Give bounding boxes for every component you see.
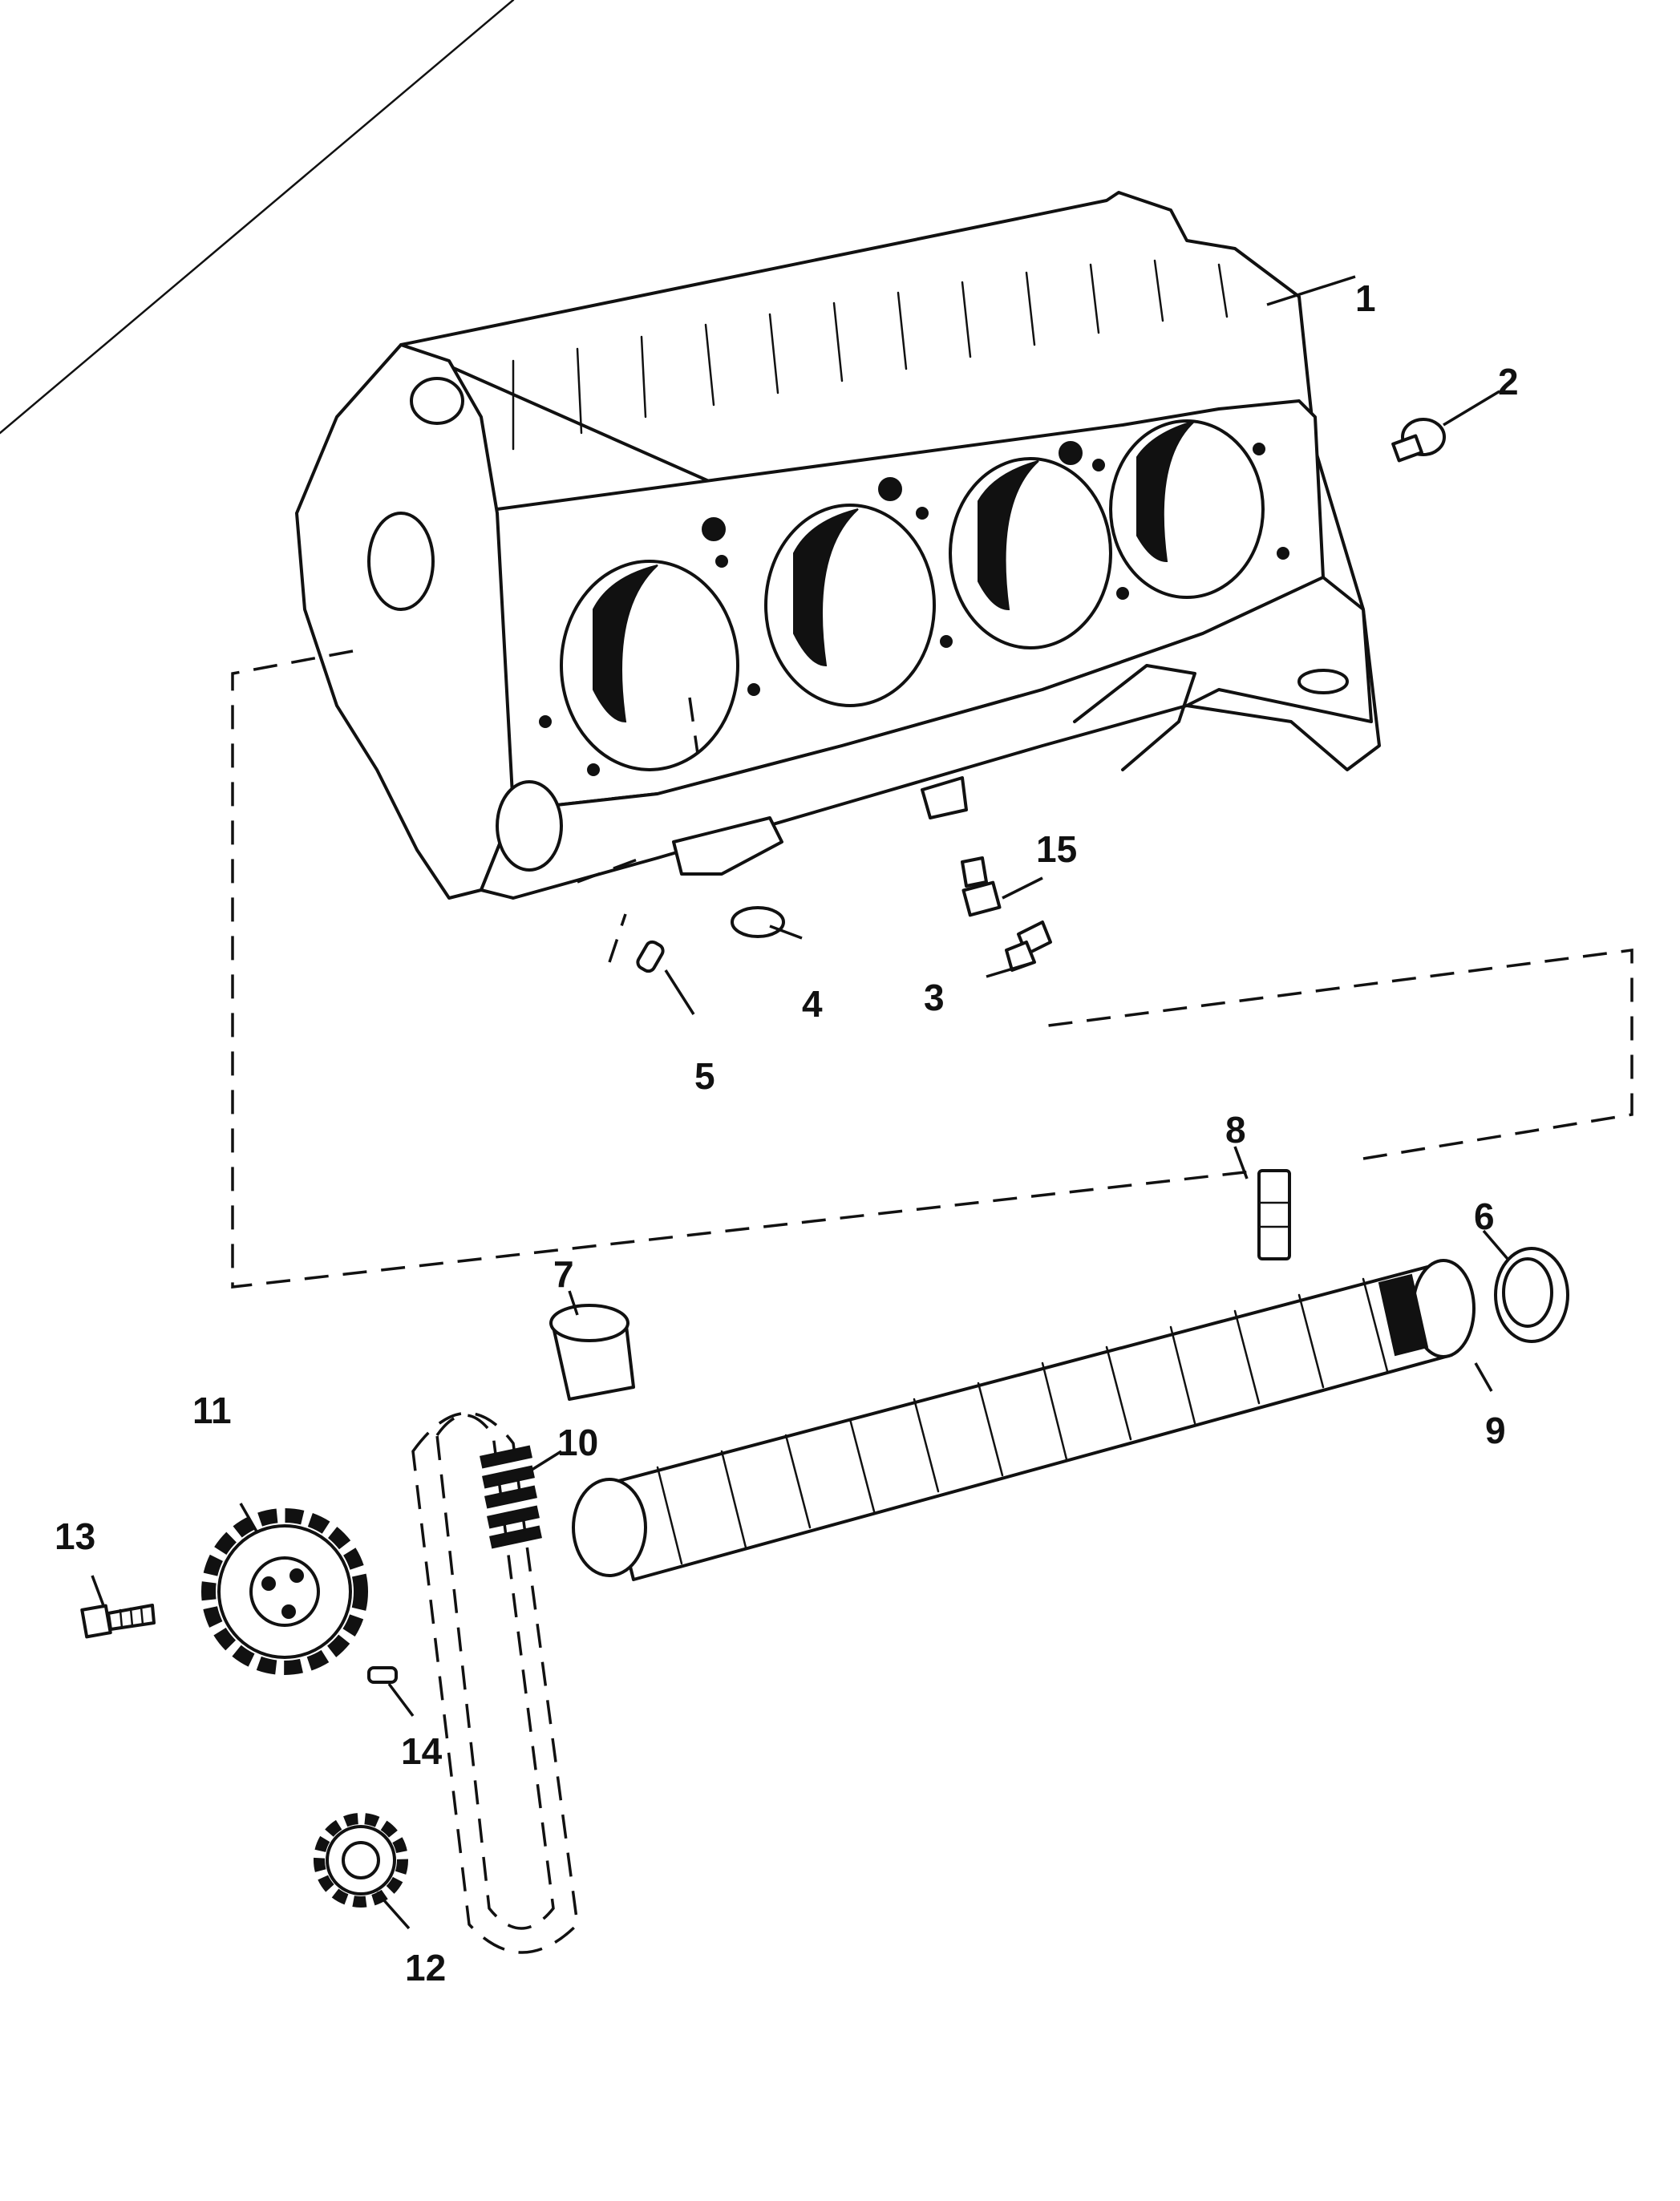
part-15-fitting — [961, 856, 1002, 917]
callout-15: 15 — [1036, 828, 1077, 870]
callout-labels: 1 2 3 4 5 6 7 8 9 10 11 12 13 14 15 — [55, 277, 1519, 1989]
callout-13: 13 — [55, 1515, 95, 1557]
engine-block — [0, 0, 1381, 900]
callout-9: 9 — [1485, 1410, 1506, 1451]
part-8-lifter — [1257, 1169, 1291, 1260]
callout-14: 14 — [401, 1730, 443, 1772]
part-2-plug — [1391, 418, 1446, 463]
part-11-cam-sprocket — [201, 1508, 368, 1675]
part-6-cam-bearing-rear — [1494, 1247, 1569, 1343]
oil-gallery-boss — [921, 776, 968, 819]
assembly-line-bore — [577, 697, 699, 963]
callout-2: 2 — [1498, 361, 1519, 403]
part-7-cam-bearing — [549, 1304, 635, 1401]
front-upper-bore — [410, 377, 464, 425]
callout-5: 5 — [694, 1055, 715, 1097]
rear-dowel — [1297, 669, 1349, 694]
cylinder-bore-1 — [560, 560, 739, 771]
callout-10: 10 — [557, 1422, 598, 1463]
callout-8: 8 — [1225, 1109, 1246, 1151]
part-3-drain-cock — [1005, 920, 1052, 972]
camshaft-nose — [572, 1478, 647, 1577]
part-4-cup-plug — [731, 906, 785, 938]
front-cam-bore — [367, 512, 435, 611]
engine-block-ribs — [0, 0, 515, 435]
cylinder-bores — [560, 419, 1265, 771]
callout-1: 1 — [1355, 277, 1376, 319]
part-13-bolt — [80, 1604, 156, 1639]
callout-3: 3 — [924, 977, 945, 1018]
cylinder-bore-3 — [949, 457, 1112, 649]
cylinder-bore-2 — [764, 504, 936, 707]
assembly-line-left — [231, 649, 1633, 1289]
head-bolt-holes — [539, 441, 1289, 776]
engine-block-front-face — [295, 343, 515, 900]
part-12-crank-sprocket — [314, 1813, 408, 1908]
chain-links — [480, 1445, 542, 1549]
cylinder-bore-4 — [1109, 419, 1265, 599]
part-9-camshaft — [572, 1259, 1476, 1581]
part-10-timing-chain — [411, 1411, 579, 1954]
callout-11: 11 — [192, 1390, 232, 1431]
motor-mount-ear — [672, 816, 783, 876]
callout-12: 12 — [405, 1947, 446, 1989]
callout-7: 7 — [553, 1253, 574, 1295]
front-crank-bore — [496, 780, 563, 872]
callout-4: 4 — [802, 983, 823, 1025]
part-14-dowel — [367, 1666, 398, 1684]
callout-6: 6 — [1474, 1196, 1495, 1237]
dipstick-tube — [1073, 664, 1196, 771]
part-5-dowel-pin — [636, 940, 665, 973]
leader-lines — [91, 275, 1509, 1930]
